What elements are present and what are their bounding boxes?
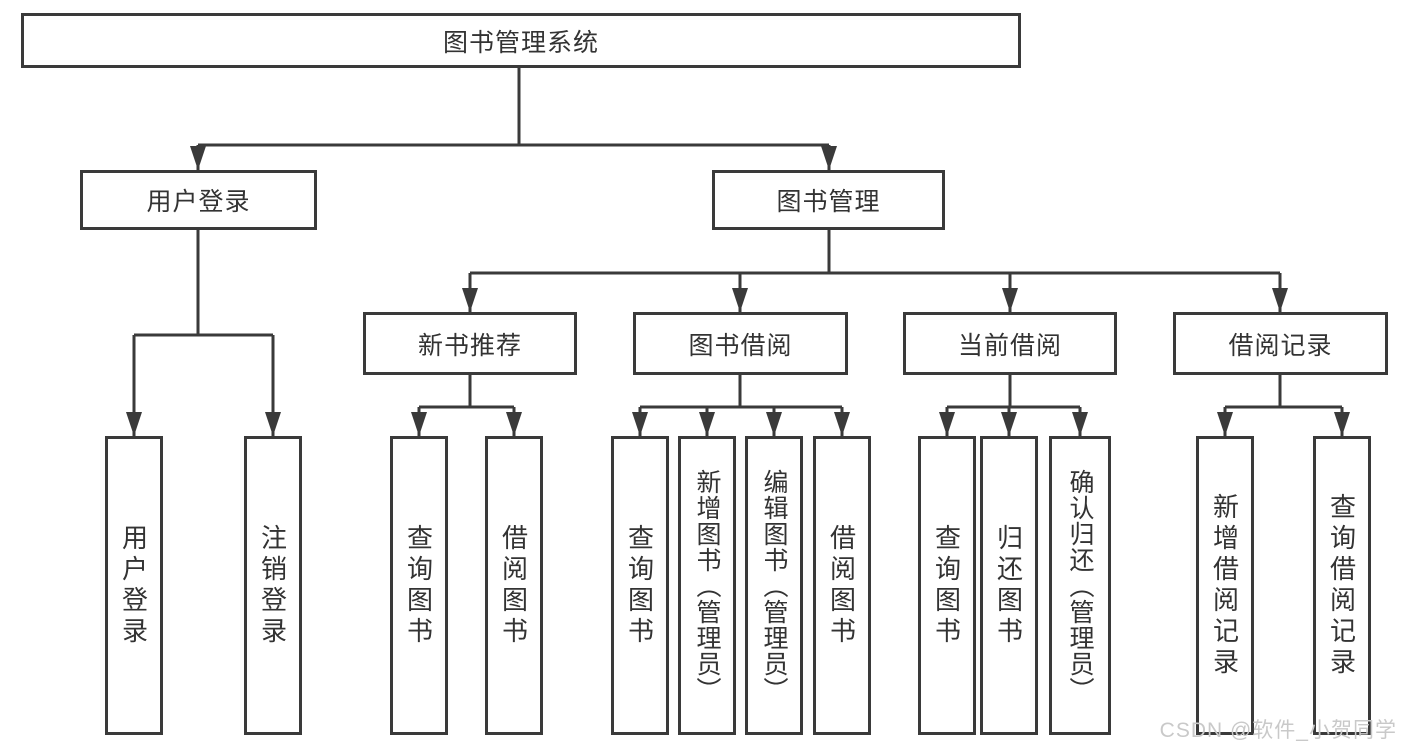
leaf-label: 查询图书 xyxy=(931,523,962,648)
leaf-query-books: 查询图书 xyxy=(390,436,448,735)
leaf-label: 归还图书 xyxy=(993,523,1024,648)
leaf-query-books: 查询图书 xyxy=(918,436,976,735)
leaf-borrow-books: 借阅图书 xyxy=(813,436,871,735)
leaf-label: 查询借阅记录 xyxy=(1326,492,1357,679)
leaf-edit-books-admin: 编辑图书（管理员） xyxy=(745,436,803,735)
node-new-book-recommendation: 新书推荐 xyxy=(363,312,577,375)
leaf-borrow-books: 借阅图书 xyxy=(485,436,543,735)
node-library-management-system: 图书管理系统 xyxy=(21,13,1021,68)
watermark: CSDN @软件_小贺同学 xyxy=(1159,719,1397,742)
leaf-label: 查询图书 xyxy=(403,523,434,648)
leaf-logout-login: 注销登录 xyxy=(244,436,302,735)
leaf-label: 新增图书（管理员） xyxy=(693,468,721,703)
node-book-management: 图书管理 xyxy=(712,170,945,230)
node-borrowing-records: 借阅记录 xyxy=(1173,312,1388,375)
leaf-label: 查询图书 xyxy=(624,523,655,648)
leaf-label: 用户登录 xyxy=(118,523,149,648)
leaf-label: 编辑图书（管理员） xyxy=(760,468,788,703)
leaf-label: 借阅图书 xyxy=(498,523,529,648)
leaf-user-login: 用户登录 xyxy=(105,436,163,735)
leaf-label: 借阅图书 xyxy=(826,523,857,648)
leaf-add-borrowing-record: 新增借阅记录 xyxy=(1196,436,1254,735)
leaf-label: 注销登录 xyxy=(257,523,288,648)
leaf-query-books: 查询图书 xyxy=(611,436,669,735)
leaf-add-books-admin: 新增图书（管理员） xyxy=(678,436,736,735)
leaf-query-borrowing-record: 查询借阅记录 xyxy=(1313,436,1371,735)
leaf-label: 新增借阅记录 xyxy=(1209,492,1240,679)
leaf-return-books: 归还图书 xyxy=(980,436,1038,735)
node-book-borrowing: 图书借阅 xyxy=(633,312,848,375)
leaf-confirm-return-admin: 确认归还（管理员） xyxy=(1049,436,1111,735)
node-user-login: 用户登录 xyxy=(80,170,317,230)
node-current-borrowing: 当前借阅 xyxy=(903,312,1117,375)
leaf-label: 确认归还（管理员） xyxy=(1066,468,1094,703)
